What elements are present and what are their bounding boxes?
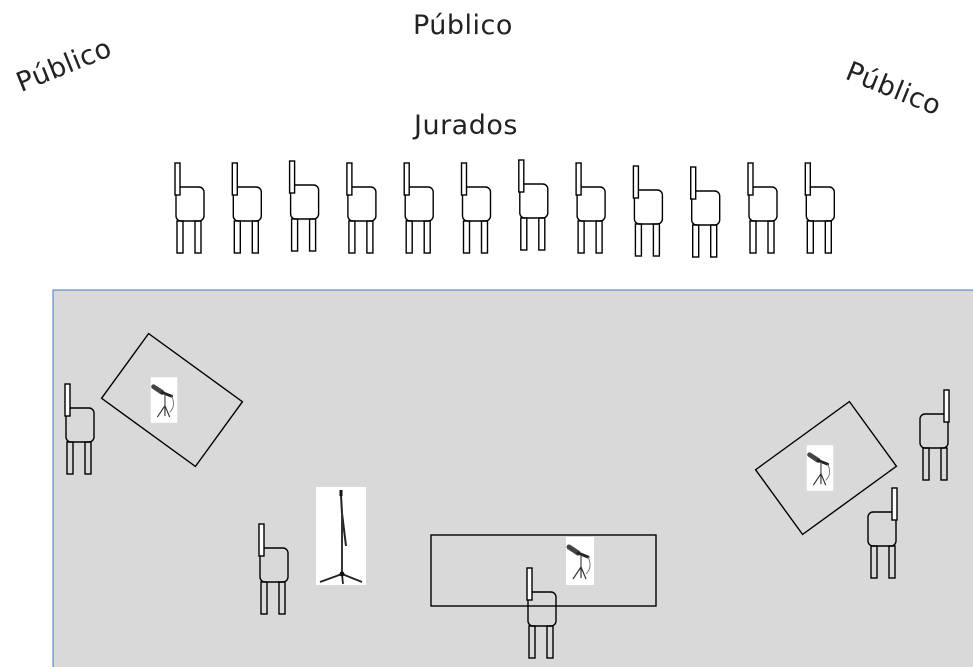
chair-icon-judge-2	[231, 162, 262, 254]
chair-icon-judge-12	[804, 162, 835, 254]
table-center	[430, 534, 657, 607]
desk-microphone-icon	[807, 445, 834, 491]
desk-microphone-icon	[566, 537, 594, 585]
table-icon	[754, 400, 898, 536]
stage-area	[52, 289, 973, 667]
chair-icon-judge-3	[288, 160, 320, 252]
chair-icon-judge-8	[575, 162, 606, 254]
chair-icon-judge-11	[747, 162, 778, 254]
audience-label-top: Público	[413, 10, 513, 41]
chair-icon-judge-5	[403, 162, 434, 254]
judges-label: Jurados	[414, 110, 518, 141]
chair-icon-judge-10	[690, 166, 721, 258]
chair-icon-judge-9	[632, 165, 664, 257]
judges-chairs-row	[174, 159, 835, 258]
table-left-with-microphone	[100, 332, 244, 468]
chair-icon-judge-7	[518, 159, 549, 251]
chair-icon-judge-1	[174, 162, 205, 254]
table-icon	[100, 332, 244, 468]
desk-microphone-icon	[151, 377, 178, 423]
chair-icon-judge-4	[346, 162, 377, 254]
chair-icon-judge-6	[460, 162, 492, 254]
table-right-with-microphone	[754, 400, 898, 536]
microphone-stand-icon	[316, 487, 366, 585]
